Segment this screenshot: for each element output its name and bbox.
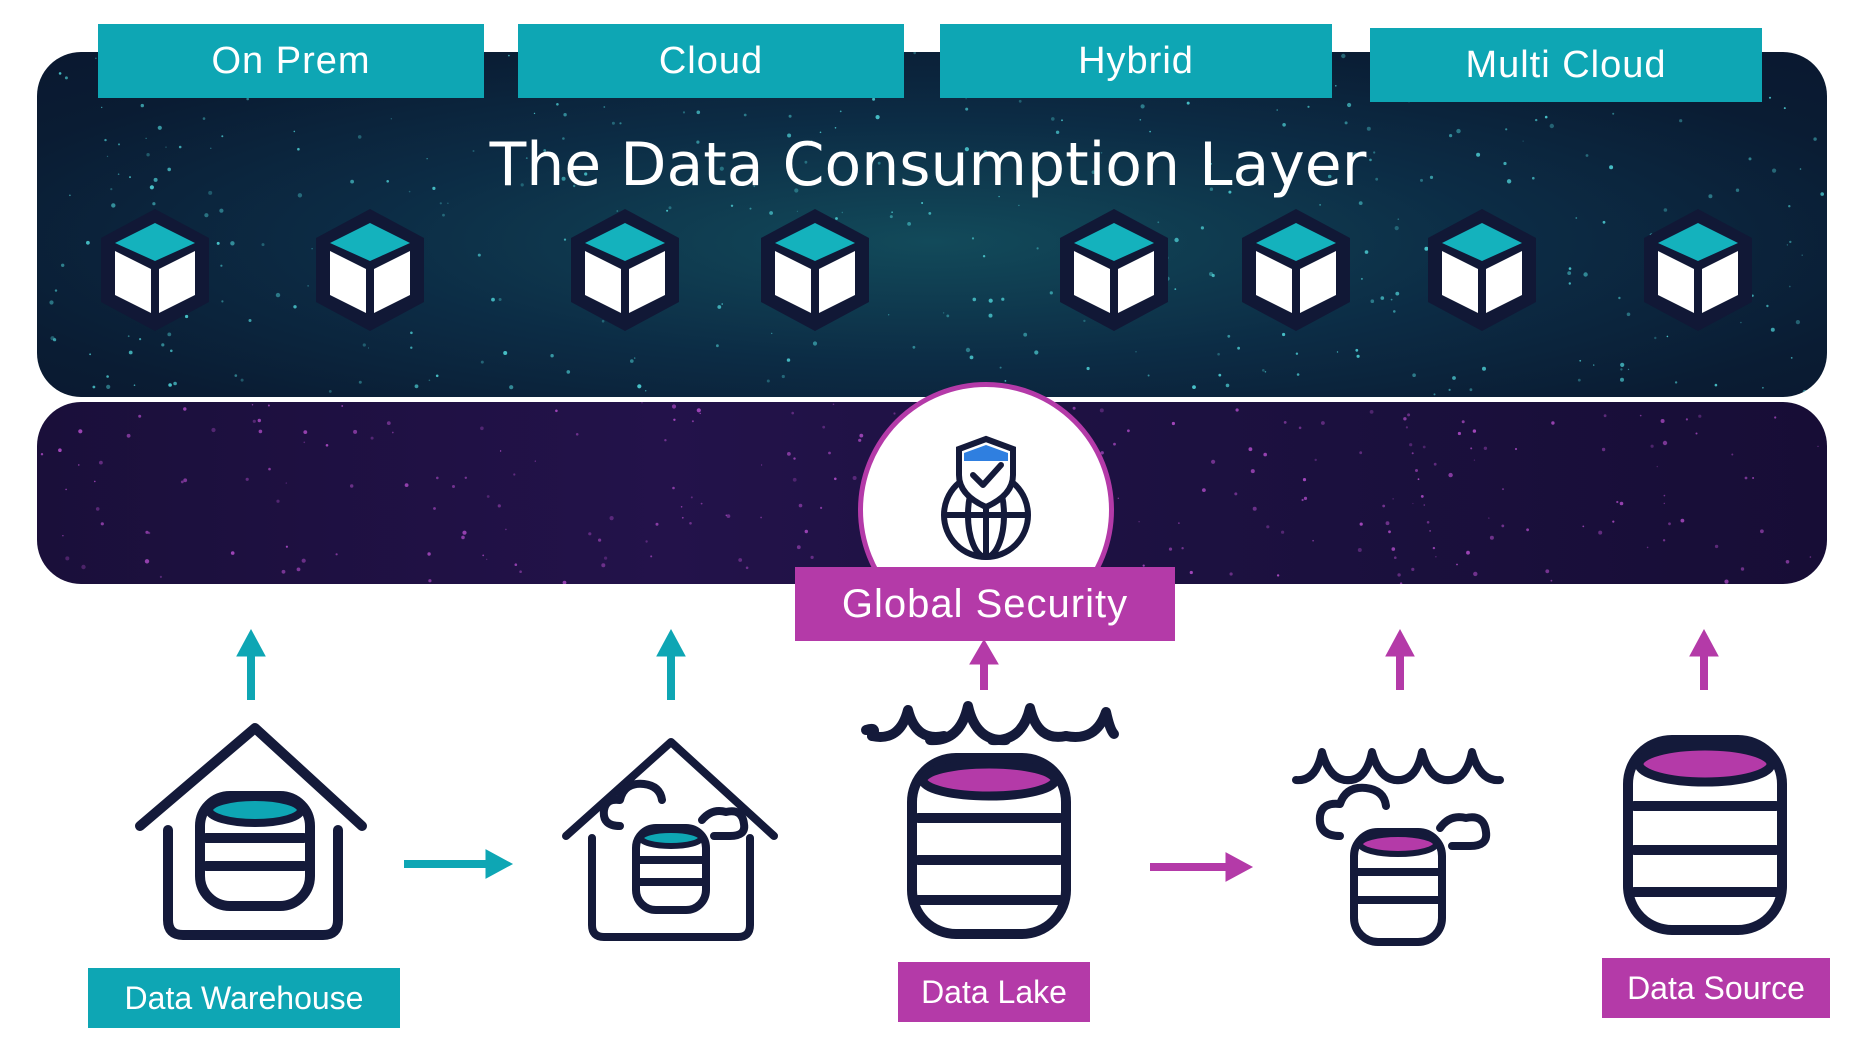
arrow-up-icon xyxy=(1689,628,1719,690)
database-icon xyxy=(1623,735,1787,935)
cube-icon xyxy=(95,205,215,335)
consumption-layer-band xyxy=(37,52,1827,397)
starfield-purple xyxy=(37,402,1819,584)
data-warehouse-label: Data Warehouse xyxy=(88,968,400,1028)
tab-on-prem: On Prem xyxy=(98,24,484,98)
cube-icon xyxy=(1054,205,1174,335)
lake-cloud-database-icon xyxy=(1292,748,1504,946)
tab-multi-cloud: Multi Cloud xyxy=(1370,28,1762,102)
cube-icon xyxy=(1422,205,1542,335)
cube-icon xyxy=(755,205,875,335)
shield-globe-icon xyxy=(941,435,1031,560)
cube-icon xyxy=(1638,205,1758,335)
cube-icon xyxy=(565,205,685,335)
arrow-up-icon xyxy=(236,628,266,700)
lake-database-icon xyxy=(861,701,1119,939)
arrow-up-icon xyxy=(969,639,999,690)
house-cloud-database-icon xyxy=(562,738,778,941)
data-source-label: Data Source xyxy=(1602,958,1830,1018)
house-database-icon xyxy=(135,723,367,940)
data-lake-label: Data Lake xyxy=(898,962,1090,1022)
cube-icon xyxy=(310,205,430,335)
tab-hybrid: Hybrid xyxy=(940,24,1332,98)
global-security-label: Global Security xyxy=(795,567,1175,641)
layer-title: The Data Consumption Layer xyxy=(489,130,1367,200)
arrow-up-icon xyxy=(1385,628,1415,690)
arrow-up-icon xyxy=(656,628,686,700)
arrow-right-icon xyxy=(404,849,514,879)
tab-cloud: Cloud xyxy=(518,24,904,98)
arrow-right-icon xyxy=(1150,852,1254,882)
cube-icon xyxy=(1236,205,1356,335)
